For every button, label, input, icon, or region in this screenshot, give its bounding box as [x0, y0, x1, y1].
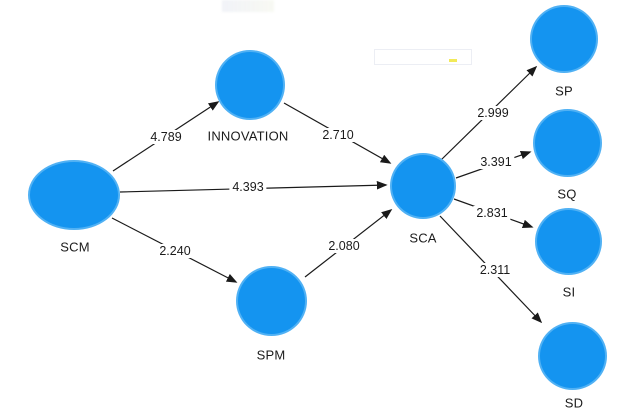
path-value-scm-spm: 2.240	[156, 244, 194, 258]
node-label-scm: SCM	[60, 239, 90, 255]
node-sq	[533, 109, 602, 177]
path-value-sca-sd: 2.311	[476, 263, 514, 277]
node-scm	[28, 160, 120, 230]
path-value-sca-si: 2.831	[473, 206, 511, 220]
path-value-spm-sca: 2.080	[325, 239, 363, 253]
node-innovation	[215, 50, 285, 120]
path-value-scm-sca: 4.393	[229, 180, 267, 194]
node-sd	[538, 322, 607, 390]
path-value-innovation-sca: 2.710	[319, 128, 357, 142]
node-label-innovation: INNOVATION	[207, 128, 289, 144]
node-label-sca: SCA	[409, 230, 437, 246]
node-label-sp: SP	[555, 83, 573, 99]
path-value-sca-sq: 3.391	[477, 155, 515, 169]
node-label-sd: SD	[564, 395, 584, 411]
node-label-spm: SPM	[256, 347, 286, 363]
node-spm	[236, 266, 307, 336]
node-label-si: SI	[562, 284, 576, 300]
node-sca	[390, 153, 456, 219]
path-value-scm-innovation: 4.789	[147, 130, 185, 144]
node-sp	[530, 5, 598, 73]
node-label-sq: SQ	[557, 186, 577, 202]
path-value-sca-sp: 2.999	[474, 106, 512, 120]
node-si	[535, 208, 602, 275]
